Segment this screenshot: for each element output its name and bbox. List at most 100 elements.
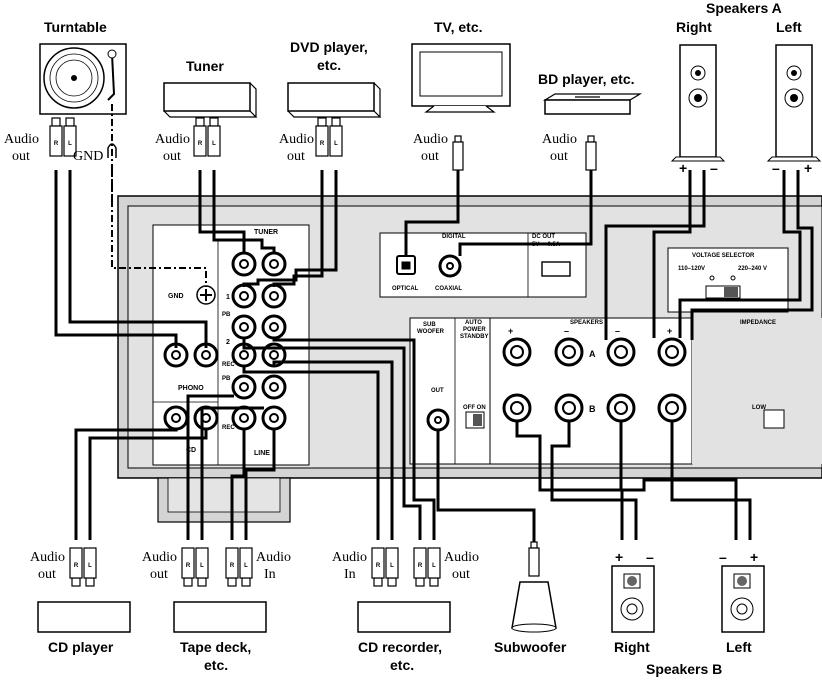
tape-deck-out-plugs-r: R bbox=[181, 547, 195, 587]
plug-letter: L bbox=[200, 563, 204, 569]
dvd-out-label-2: out bbox=[287, 149, 305, 164]
tv-out-label-2: out bbox=[421, 149, 439, 164]
panel-label-coaxial: COAXIAL bbox=[435, 286, 462, 292]
panel-label-standby: STANDBY bbox=[460, 334, 489, 340]
tape-deck-title-2: etc. bbox=[204, 657, 228, 673]
bd-title: BD player, etc. bbox=[538, 71, 635, 87]
panel-label-voltage-high: 220–240 V bbox=[738, 266, 767, 272]
plug-letter: L bbox=[212, 141, 216, 147]
tv-out-label-1: Audio bbox=[413, 132, 448, 147]
plug-letter: R bbox=[186, 563, 191, 569]
turntable-plugs-l: L bbox=[63, 117, 77, 157]
cd-recorder-in-plugs-l: L bbox=[385, 547, 399, 587]
panel-label-minus-1: – bbox=[564, 326, 569, 336]
panel-label-out: OUT bbox=[431, 388, 444, 394]
panel-label-line: LINE bbox=[254, 450, 270, 457]
panel-label-tuner: TUNER bbox=[254, 229, 278, 236]
dvd-plugs-r: R bbox=[315, 117, 329, 157]
panel-label-minus-2: – bbox=[615, 326, 620, 336]
bd-coaxial-plug bbox=[585, 135, 597, 171]
tape-deck-in-label-1: Audio bbox=[256, 550, 291, 565]
speaker-a-left bbox=[766, 44, 822, 162]
cd-recorder-device bbox=[357, 601, 451, 633]
plug-letter: R bbox=[54, 141, 59, 147]
turntable-title: Turntable bbox=[44, 19, 107, 35]
cd-recorder-in-plugs-r: R bbox=[371, 547, 385, 587]
cd-player-plugs-l: L bbox=[83, 547, 97, 587]
dvd-device bbox=[287, 82, 382, 118]
cd-player-device bbox=[37, 601, 131, 633]
cd-player-plugs-r: R bbox=[69, 547, 83, 587]
speakers-b-right-label: Right bbox=[614, 639, 650, 655]
optical-jack bbox=[396, 255, 416, 275]
speaker-a-left-plus: + bbox=[804, 160, 812, 176]
tape-deck-device bbox=[173, 601, 267, 633]
bd-out-label-2: out bbox=[550, 149, 568, 164]
cd-player-out-label-1: Audio bbox=[30, 550, 65, 565]
device-labels: Turntable Audio out GND Tuner Audio out … bbox=[4, 0, 812, 677]
panel-label-pb: PB bbox=[222, 312, 231, 318]
cd-recorder-title-1: CD recorder, bbox=[358, 639, 442, 655]
panel-label-digital: DIGITAL bbox=[442, 234, 466, 240]
panel-label-speakers: SPEAKERS bbox=[570, 320, 603, 326]
plug-letter: L bbox=[88, 563, 92, 569]
turntable-out-label-2: out bbox=[12, 149, 30, 164]
plug-letter: R bbox=[320, 141, 325, 147]
panel-label-voltage-low: 110–120V bbox=[678, 266, 705, 272]
plug-letter: R bbox=[418, 563, 423, 569]
speaker-a-right-plus: + bbox=[679, 160, 687, 176]
plug-letter: R bbox=[230, 563, 235, 569]
bd-out-label-1: Audio bbox=[542, 132, 577, 147]
plug-letter: R bbox=[376, 563, 381, 569]
line3-pb-jacks bbox=[231, 374, 287, 400]
panel-label-dc-out: DC OUT bbox=[532, 234, 555, 240]
panel-label-line-2: 2 bbox=[226, 339, 230, 346]
panel-label-b: B bbox=[589, 404, 596, 414]
dvd-plugs-l: L bbox=[329, 117, 343, 157]
panel-label-rec-2: REC bbox=[222, 425, 235, 431]
panel-label-auto: AUTO bbox=[465, 320, 482, 326]
panel-label-line-1: 1 bbox=[226, 294, 230, 301]
tuner-plugs-l: L bbox=[207, 117, 221, 157]
speaker-b-right-plus: + bbox=[615, 549, 623, 565]
tuner-out-label-2: out bbox=[163, 149, 181, 164]
panel-label-gnd: GND bbox=[168, 293, 184, 300]
coaxial-jack bbox=[438, 254, 462, 278]
panel-label-off-on: OFF ON bbox=[463, 405, 486, 411]
panel-label-power: POWER bbox=[463, 327, 486, 333]
speaker-a-right bbox=[670, 44, 726, 162]
subwoofer-device bbox=[511, 581, 557, 633]
panel-label-plus-1: + bbox=[508, 326, 513, 336]
cd-recorder-out-label-1: Audio bbox=[444, 550, 479, 565]
speaker-terminals bbox=[502, 337, 687, 423]
line3-rec-jacks bbox=[231, 405, 287, 431]
speaker-b-left-plus: + bbox=[750, 549, 758, 565]
dvd-title-1: DVD player, bbox=[290, 39, 368, 55]
turntable bbox=[39, 43, 127, 115]
panel-label-rec: REC bbox=[222, 362, 235, 368]
speakers-a-right-label: Right bbox=[676, 19, 712, 35]
panel-label-cd: CD bbox=[186, 447, 196, 454]
panel-label-a: A bbox=[589, 349, 596, 359]
tape-deck-out-label-1: Audio bbox=[142, 550, 177, 565]
tape-deck-out-plugs-l: L bbox=[195, 547, 209, 587]
speakers-a-title: Speakers A bbox=[706, 0, 782, 16]
speaker-a-left-minus: – bbox=[772, 160, 780, 176]
gnd-terminal bbox=[196, 285, 216, 305]
panel-label-optical: OPTICAL bbox=[392, 286, 419, 292]
cd-recorder-in-label-1: Audio bbox=[332, 550, 367, 565]
tape-deck-in-label-2: In bbox=[264, 567, 276, 582]
cd-player-out-label-2: out bbox=[38, 567, 56, 582]
tuner-plugs-r: R bbox=[193, 117, 207, 157]
tape-deck-in-plugs-r: R bbox=[225, 547, 239, 587]
tv-optical-plug bbox=[452, 135, 464, 171]
panel-label-plus-2: + bbox=[667, 326, 672, 336]
panel-label-low: LOW bbox=[752, 405, 766, 411]
tuner-device bbox=[163, 82, 258, 118]
cd-player-title: CD player bbox=[48, 639, 114, 655]
turntable-gnd-label: GND bbox=[73, 149, 103, 164]
plug-letter: L bbox=[390, 563, 394, 569]
speaker-b-right-minus: – bbox=[646, 549, 654, 565]
plug-letter: R bbox=[74, 563, 79, 569]
